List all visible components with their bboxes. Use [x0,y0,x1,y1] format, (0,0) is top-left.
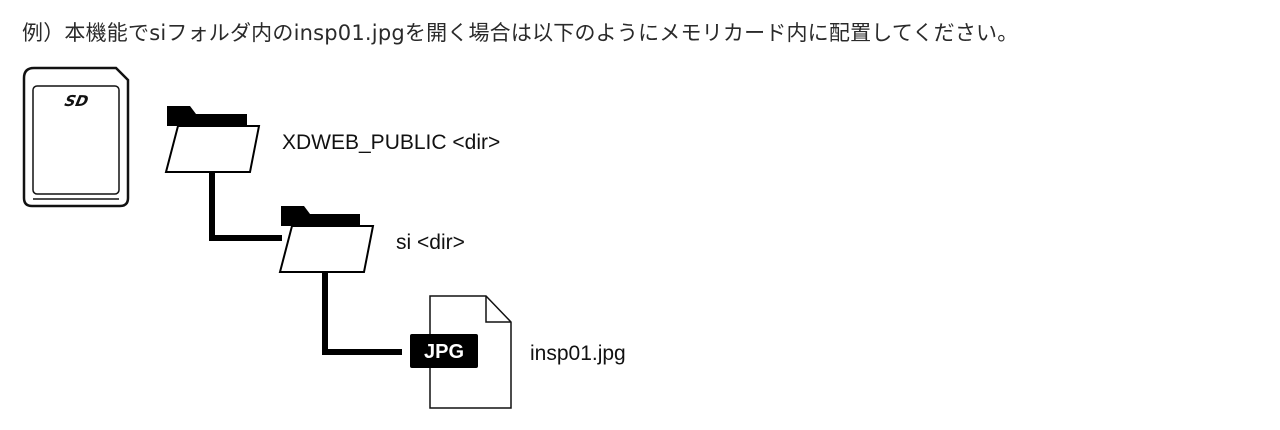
sd-card-icon: SD [22,66,130,208]
sub-folder-label: si <dir> [396,231,465,254]
file-label: insp01.jpg [530,342,626,365]
tree-connector-1 [209,170,282,241]
folder-icon-sub [278,206,375,273]
instruction-caption: 例）本機能でsiフォルダ内のinsp01.jpgを開く場合は以下のようにメモリカ… [22,21,1019,45]
jpg-file-icon: JPG [410,295,512,409]
folder-icon-root [164,106,261,173]
sd-logo-text: SD [63,92,90,110]
jpg-badge-text: JPG [424,341,464,363]
tree-connector-2 [322,272,402,355]
root-folder-label: XDWEB_PUBLIC <dir> [282,131,501,154]
